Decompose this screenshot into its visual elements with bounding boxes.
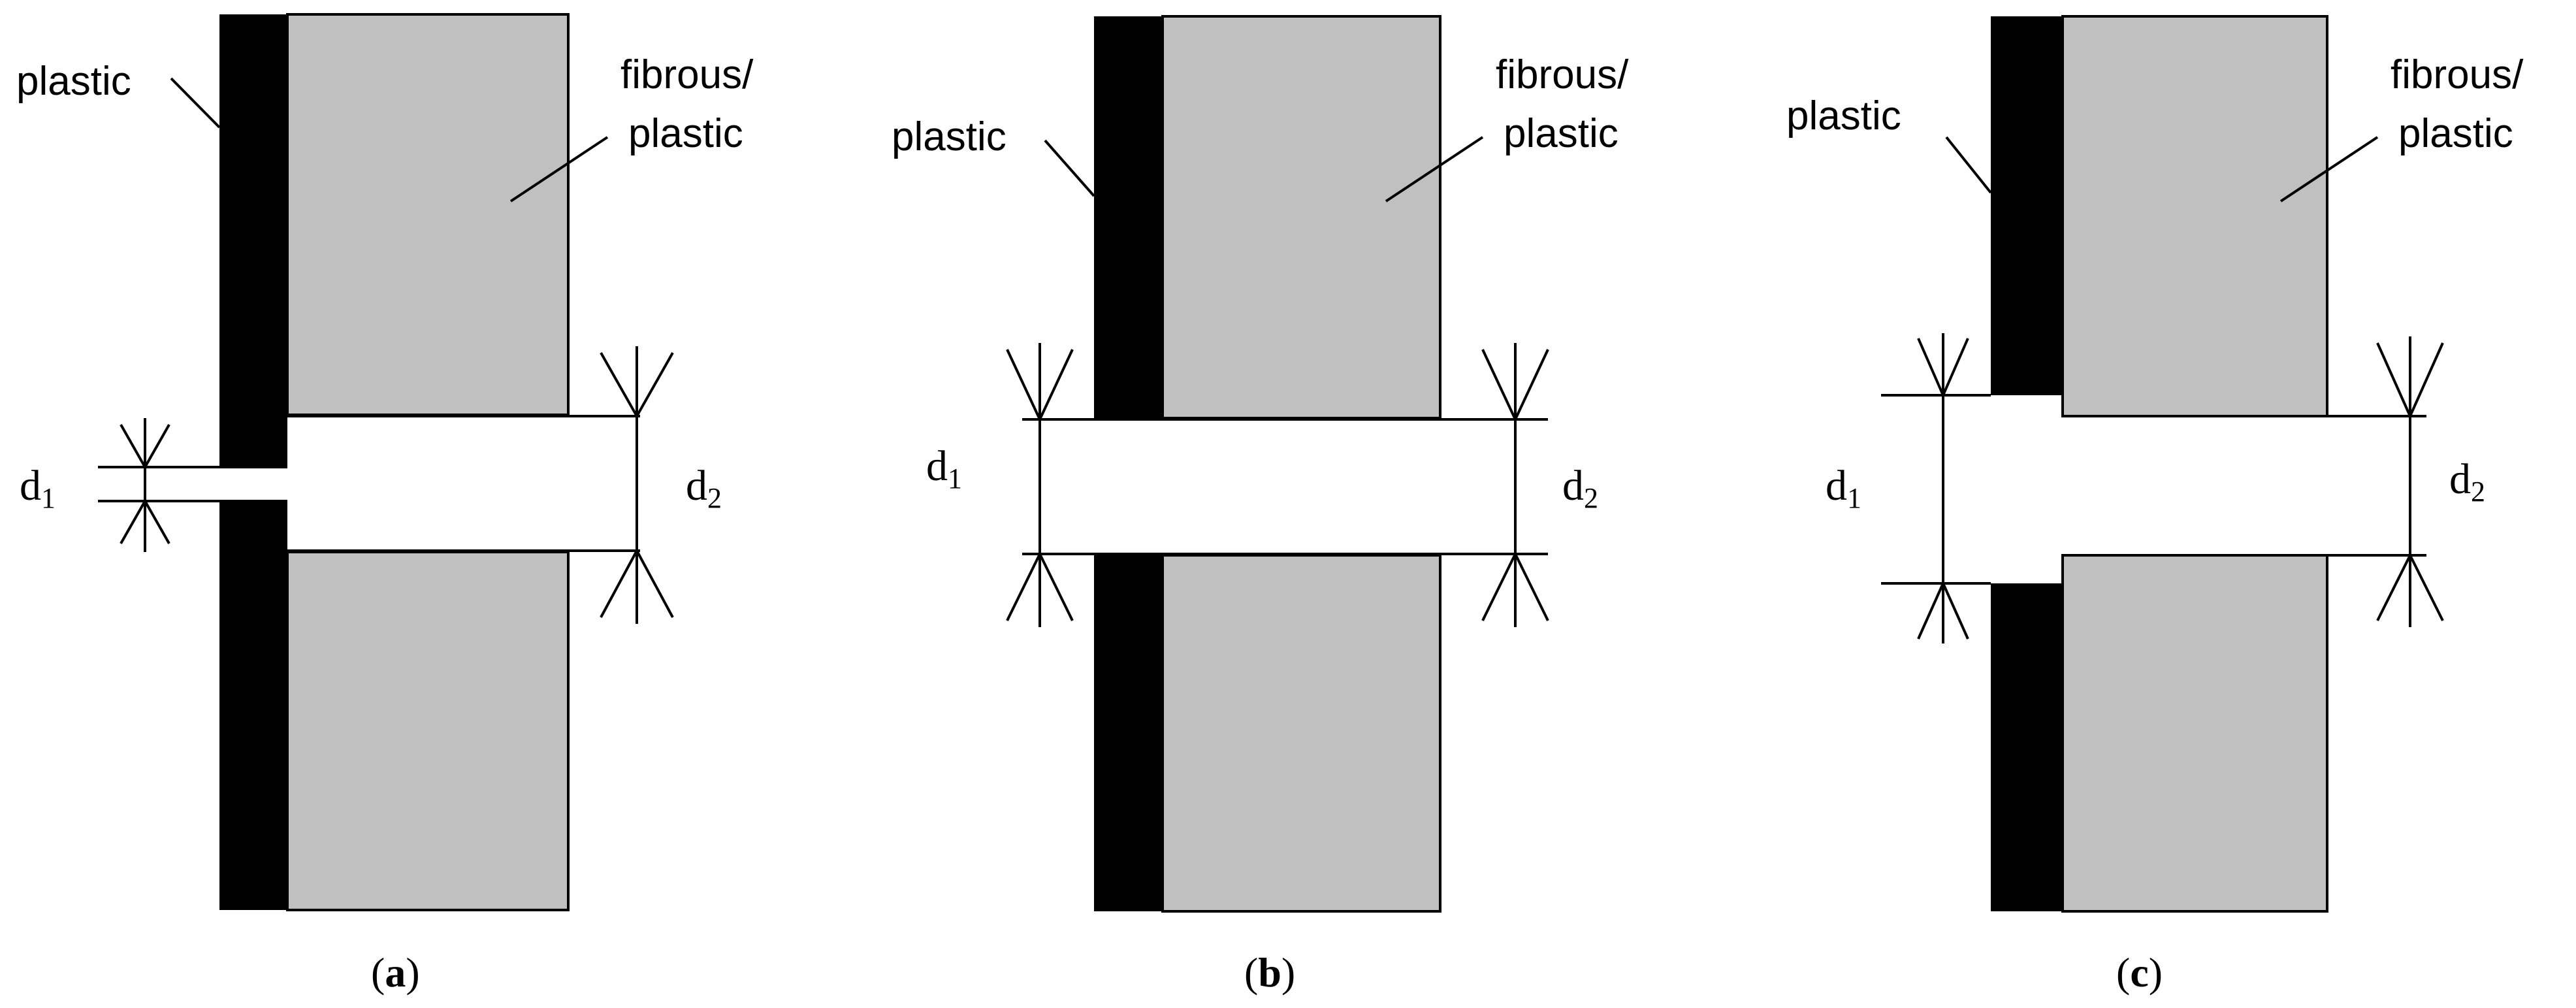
caption-b: (b) — [1244, 949, 1295, 996]
panel-a: plastic fibrous/ plastic d1 d2 (a) — [16, 13, 754, 996]
fibrous-layer-bottom — [1161, 554, 1441, 913]
fibrous-leader-line — [1385, 136, 1484, 203]
d1-dimension — [98, 418, 287, 552]
fibrous-label-line1: fibrous/ — [2391, 52, 2524, 97]
panel-c: plastic fibrous/ plastic d1 d2 (c) — [1786, 15, 2524, 996]
d1-label: d1 — [20, 462, 56, 514]
plastic-label: plastic — [16, 59, 131, 104]
d1-label: d1 — [1826, 462, 1861, 514]
d2-dimension — [600, 346, 674, 624]
fibrous-layer-top — [2061, 15, 2328, 417]
plastic-leader-line — [1044, 139, 1095, 197]
caption-a: (a) — [371, 949, 420, 996]
plastic-leader-line — [170, 77, 221, 129]
fibrous-label-line1: fibrous/ — [1496, 52, 1629, 97]
fibrous-label-line2: plastic — [1504, 111, 1618, 156]
plastic-layer-bottom — [219, 501, 287, 910]
d2-dimension — [2376, 336, 2444, 627]
fibrous-label-line2: plastic — [2398, 111, 2513, 156]
fibrous-layer-bottom — [286, 551, 570, 911]
plastic-label: plastic — [892, 114, 1006, 159]
d2-label: d2 — [686, 462, 722, 514]
d2-dimension — [1481, 343, 1549, 627]
plastic-layer-top — [1991, 16, 2063, 395]
d1-label: d1 — [926, 442, 962, 495]
plastic-layer-top — [219, 14, 287, 467]
fibrous-leader-line — [509, 136, 609, 203]
plastic-layer-top — [1094, 16, 1163, 419]
plastic-leader-line — [1945, 136, 1992, 194]
plastic-layer-bottom — [1094, 554, 1163, 911]
fibrous-label-line2: plastic — [628, 111, 743, 156]
d1-dimension — [1006, 343, 1074, 627]
caption-c: (c) — [2116, 949, 2163, 996]
d1-dimension — [1881, 333, 1991, 643]
fibrous-layer-top — [286, 13, 570, 416]
fibrous-layer-bottom — [2061, 554, 2328, 913]
d2-label: d2 — [2449, 455, 2485, 508]
panel-b: plastic fibrous/ plastic d1 d2 (b) — [892, 15, 1629, 996]
fibrous-label-line1: fibrous/ — [620, 52, 754, 97]
fibrous-leader-line — [2279, 136, 2379, 203]
d2-label: d2 — [1562, 462, 1598, 514]
plastic-label: plastic — [1786, 93, 1901, 138]
plastic-layer-bottom — [1991, 583, 2063, 911]
fibrous-layer-top — [1161, 15, 1441, 419]
